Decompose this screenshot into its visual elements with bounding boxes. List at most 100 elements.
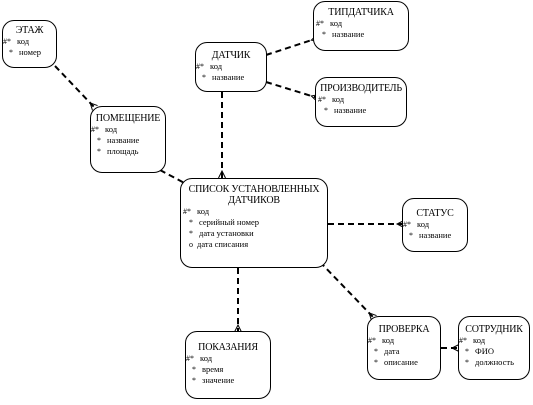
attribute-marker: * <box>409 231 413 240</box>
attribute-marker: * <box>192 365 196 374</box>
relationship-line-spisok-proverka <box>319 261 375 319</box>
attribute-marker: * <box>465 358 469 367</box>
entity-title: ДАТЧИК <box>211 50 251 61</box>
entity-attribute: * серийный номер <box>181 217 327 228</box>
entity-proverka[interactable]: ПРОВЕРКА #* код * дата * описание <box>367 316 441 380</box>
entity-attribute: * номер <box>3 47 56 58</box>
entity-attribute: #* код <box>196 61 266 72</box>
attribute-marker: * <box>97 147 101 156</box>
attribute-marker: #* <box>183 207 191 216</box>
attribute-marker: #* <box>403 220 411 229</box>
attribute-marker: #* <box>3 37 11 46</box>
entity-attribute: o дата списания <box>181 239 327 250</box>
attribute-name: должность <box>475 357 514 367</box>
entity-title: ПОКАЗАНИЯ <box>198 342 258 353</box>
entity-attribute: *значение <box>186 375 270 386</box>
attribute-name: код <box>330 18 343 28</box>
entity-attribute: #* код <box>314 18 408 29</box>
entity-title: ТИПДАТЧИКА <box>328 7 394 18</box>
entity-spisok[interactable]: СПИСОК УСТАНОВЛЕННЫХ ДАТЧИКОВ #* код * сер… <box>180 178 328 268</box>
entity-title: ПРОИЗВОДИТЕЛЬ <box>320 83 402 94</box>
attribute-marker: * <box>202 73 206 82</box>
crowfoot-marker <box>218 169 226 179</box>
attribute-marker: #* <box>459 336 467 345</box>
entity-tipdatchika[interactable]: ТИПДАТЧИКА #* код * название <box>313 1 409 51</box>
entity-sotrudnik[interactable]: СОТРУДНИК #*код *ФИО *должность <box>458 316 530 380</box>
entity-attribute: #* код <box>459 335 529 346</box>
attribute-name: код <box>473 335 486 345</box>
entity-datchik[interactable]: ДАТЧИК #* код * название <box>195 42 267 92</box>
attribute-name: код <box>105 124 118 134</box>
crowfoot-marker <box>395 220 405 228</box>
crowfoot-marker <box>234 323 242 333</box>
attribute-name: номер <box>19 47 42 57</box>
attribute-name: дата списания <box>197 239 249 249</box>
crowfoot-marker <box>450 344 460 352</box>
attribute-name: код <box>382 335 395 345</box>
entity-attribute: #* код <box>181 206 327 217</box>
attribute-name: код <box>200 353 213 363</box>
attribute-name: название <box>332 29 365 39</box>
attribute-name: код <box>210 61 223 71</box>
attribute-marker: * <box>465 347 469 356</box>
attribute-marker: * <box>374 358 378 367</box>
entity-attribute: *ФИО <box>459 346 529 357</box>
entity-attribute: * должность <box>459 357 529 368</box>
entity-attribute: * название <box>403 230 467 241</box>
entity-attribute: #* код <box>368 335 440 346</box>
entity-attribute: *дата установки <box>181 228 327 239</box>
attribute-marker: #* <box>368 336 376 345</box>
entity-pomeshchenie[interactable]: ПОМЕЩЕНИЕ #*код *название *площадь <box>90 106 166 173</box>
entity-attribute: #* код <box>316 94 406 105</box>
entity-title: СПИСОК УСТАНОВЛЕННЫХ ДАТЧИКОВ <box>188 184 320 206</box>
attribute-marker: * <box>374 347 378 356</box>
attribute-name: код <box>197 206 210 216</box>
attribute-marker: o <box>189 240 193 249</box>
attribute-name: код <box>17 36 30 46</box>
entity-title: ПРОВЕРКА <box>378 324 430 335</box>
entity-title: ЭТАЖ <box>15 25 44 36</box>
entity-attribute: * название <box>196 72 266 83</box>
entity-attribute: * площадь <box>91 146 165 157</box>
attribute-name: серийный номер <box>199 217 259 227</box>
attribute-marker: #* <box>196 62 204 71</box>
attribute-marker: #* <box>316 19 324 28</box>
attribute-name: значение <box>202 375 235 385</box>
attribute-marker: * <box>189 218 193 227</box>
relationship-line-datchik-proizvoditel <box>265 81 319 99</box>
entity-attribute: *название <box>91 135 165 146</box>
relationship-line-pomeshchenie-spisok <box>159 169 191 187</box>
entity-attribute: #* код <box>186 353 270 364</box>
entity-attribute: *время <box>186 364 270 375</box>
entity-etazh[interactable]: ЭТАЖ #* код * номер <box>2 20 57 68</box>
attribute-marker: * <box>9 48 13 57</box>
entity-attribute: #* код <box>403 219 467 230</box>
attribute-marker: * <box>324 106 328 115</box>
attribute-name: название <box>419 230 452 240</box>
entity-attribute: * описание <box>368 357 440 368</box>
entity-pokazaniya[interactable]: ПОКАЗАНИЯ #*код *время *значение <box>185 331 271 399</box>
entity-attribute: #* код <box>91 124 165 135</box>
attribute-marker: * <box>189 229 193 238</box>
entity-attribute: * название <box>314 29 408 40</box>
entity-status[interactable]: СТАТУС #*код *название <box>402 198 468 252</box>
attribute-marker: #* <box>318 95 326 104</box>
entity-attribute: * название <box>316 105 406 116</box>
attribute-name: дата <box>384 346 400 356</box>
attribute-marker: #* <box>91 125 99 134</box>
attribute-name: описание <box>384 357 418 367</box>
attribute-marker: #* <box>186 354 194 363</box>
attribute-name: название <box>212 72 245 82</box>
attribute-name: код <box>417 219 430 229</box>
attribute-name: площадь <box>107 146 139 156</box>
relationship-line-etazh-pomeshchenie <box>54 65 96 109</box>
attribute-name: код <box>332 94 345 104</box>
attribute-name: название <box>334 105 367 115</box>
entity-proizvoditel[interactable]: ПРОИЗВОДИТЕЛЬ #* код * название <box>315 77 407 127</box>
crowfoot-marker <box>89 102 98 111</box>
attribute-marker: * <box>322 30 326 39</box>
entity-attribute: * дата <box>368 346 440 357</box>
relationship-line-datchik-tipdatchika <box>265 37 319 56</box>
